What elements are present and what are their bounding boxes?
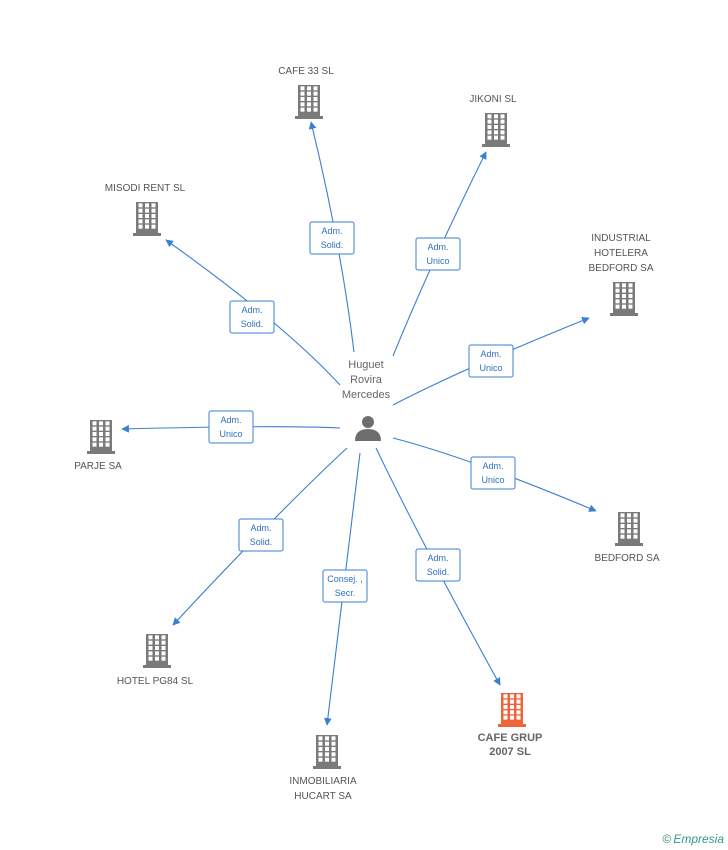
relation-text: Adm. bbox=[427, 553, 448, 563]
node-label: CAFE 33 SL bbox=[278, 66, 334, 77]
relation-text: Adm. bbox=[427, 242, 448, 252]
person-name: Rovira bbox=[350, 374, 383, 386]
building-icon[interactable] bbox=[498, 693, 526, 727]
building-icon[interactable] bbox=[87, 420, 115, 454]
node-cafe33[interactable]: CAFE 33 SL bbox=[278, 66, 334, 119]
edge-inmobiliaria bbox=[324, 452, 361, 726]
relation-text: Solid. bbox=[321, 240, 344, 250]
node-label: INMOBILIARIA bbox=[289, 776, 357, 787]
relation-text: Adm. bbox=[480, 349, 501, 359]
relation-box bbox=[415, 548, 461, 582]
relation-text: Adm. bbox=[250, 523, 271, 533]
edges bbox=[121, 121, 597, 726]
relation-text: Solid. bbox=[241, 319, 264, 329]
relation-text: Unico bbox=[479, 363, 502, 373]
node-label: JIKONI SL bbox=[469, 94, 517, 105]
relation-box bbox=[238, 518, 284, 552]
copyright-symbol: © bbox=[662, 832, 672, 846]
relation-box bbox=[468, 344, 514, 378]
brand-name: Empresia bbox=[673, 832, 724, 846]
node-label: BEDFORD SA bbox=[588, 263, 653, 274]
node-label: PARJE SA bbox=[74, 461, 122, 472]
relation-label-bedford[interactable]: Adm. Unico bbox=[470, 456, 516, 490]
relation-text: Adm. bbox=[482, 461, 503, 471]
relation-text: Adm. bbox=[321, 226, 342, 236]
relation-text: Unico bbox=[219, 429, 242, 439]
company-nodes: CAFE 33 SL JIKONI SL MISODI RENT SL INDUSTR… bbox=[74, 66, 660, 802]
relation-label-industrial[interactable]: Adm. Unico bbox=[468, 344, 514, 378]
building-icon[interactable] bbox=[610, 282, 638, 316]
relation-label-parje[interactable]: Adm. Unico bbox=[208, 410, 254, 444]
relation-label-jikoni[interactable]: Adm. Unico bbox=[415, 237, 461, 271]
building-icon[interactable] bbox=[313, 735, 341, 769]
node-label: MISODI RENT SL bbox=[105, 183, 186, 194]
node-label: INDUSTRIAL bbox=[591, 233, 651, 244]
relation-box bbox=[208, 410, 254, 444]
relation-label-misodi[interactable]: Adm. Solid. bbox=[229, 300, 275, 334]
building-icon[interactable] bbox=[482, 113, 510, 147]
node-misodi[interactable]: MISODI RENT SL bbox=[105, 183, 186, 236]
building-icon[interactable] bbox=[143, 634, 171, 668]
relation-text: Solid. bbox=[427, 567, 450, 577]
node-label: HOTELERA bbox=[594, 248, 648, 259]
person-icon[interactable] bbox=[355, 416, 381, 441]
person-name: Huguet bbox=[348, 359, 383, 371]
node-label: BEDFORD SA bbox=[594, 553, 659, 564]
relation-box bbox=[322, 569, 368, 603]
person-name: Mercedes bbox=[342, 389, 391, 401]
relation-text: Consej. , bbox=[327, 574, 363, 584]
relation-text: Solid. bbox=[250, 537, 273, 547]
building-icon[interactable] bbox=[295, 85, 323, 119]
node-label: HUCART SA bbox=[294, 791, 352, 802]
relation-label-hotelpg84[interactable]: Adm. Solid. bbox=[238, 518, 284, 552]
node-label: HOTEL PG84 SL bbox=[117, 676, 194, 687]
relation-text: Unico bbox=[426, 256, 449, 266]
relation-text: Unico bbox=[481, 475, 504, 485]
relation-text: Secr. bbox=[335, 588, 356, 598]
relation-box bbox=[470, 456, 516, 490]
node-industrial[interactable]: INDUSTRIAL HOTELERA BEDFORD SA bbox=[588, 233, 654, 316]
node-label: 2007 SL bbox=[489, 746, 531, 758]
node-inmobiliaria[interactable]: INMOBILIARIA HUCART SA bbox=[289, 735, 357, 802]
brand-watermark: ©Empresia bbox=[662, 832, 724, 846]
relation-label-cafegrup[interactable]: Adm. Solid. bbox=[415, 548, 461, 582]
node-cafegrup[interactable]: CAFE GRUP 2007 SL bbox=[478, 693, 543, 758]
node-bedford[interactable]: BEDFORD SA bbox=[594, 512, 660, 564]
node-label: CAFE GRUP bbox=[478, 732, 543, 744]
relation-labels: Adm.Solid.Adm.UnicoAdm.Solid.Adm.UnicoAd… bbox=[208, 221, 516, 603]
relation-text: Adm. bbox=[220, 415, 241, 425]
relation-label-inmobiliaria[interactable]: Consej. , Secr. bbox=[322, 569, 368, 603]
building-icon[interactable] bbox=[133, 202, 161, 236]
relation-box bbox=[415, 237, 461, 271]
relation-box bbox=[309, 221, 355, 255]
relation-box bbox=[229, 300, 275, 334]
building-icon[interactable] bbox=[615, 512, 643, 546]
relation-text: Adm. bbox=[241, 305, 262, 315]
node-hotelpg84[interactable]: HOTEL PG84 SL bbox=[117, 634, 194, 687]
node-parje[interactable]: PARJE SA bbox=[74, 420, 122, 472]
node-jikoni[interactable]: JIKONI SL bbox=[469, 94, 517, 147]
relation-label-cafe33[interactable]: Adm. Solid. bbox=[309, 221, 355, 255]
edge-parje bbox=[121, 424, 341, 433]
